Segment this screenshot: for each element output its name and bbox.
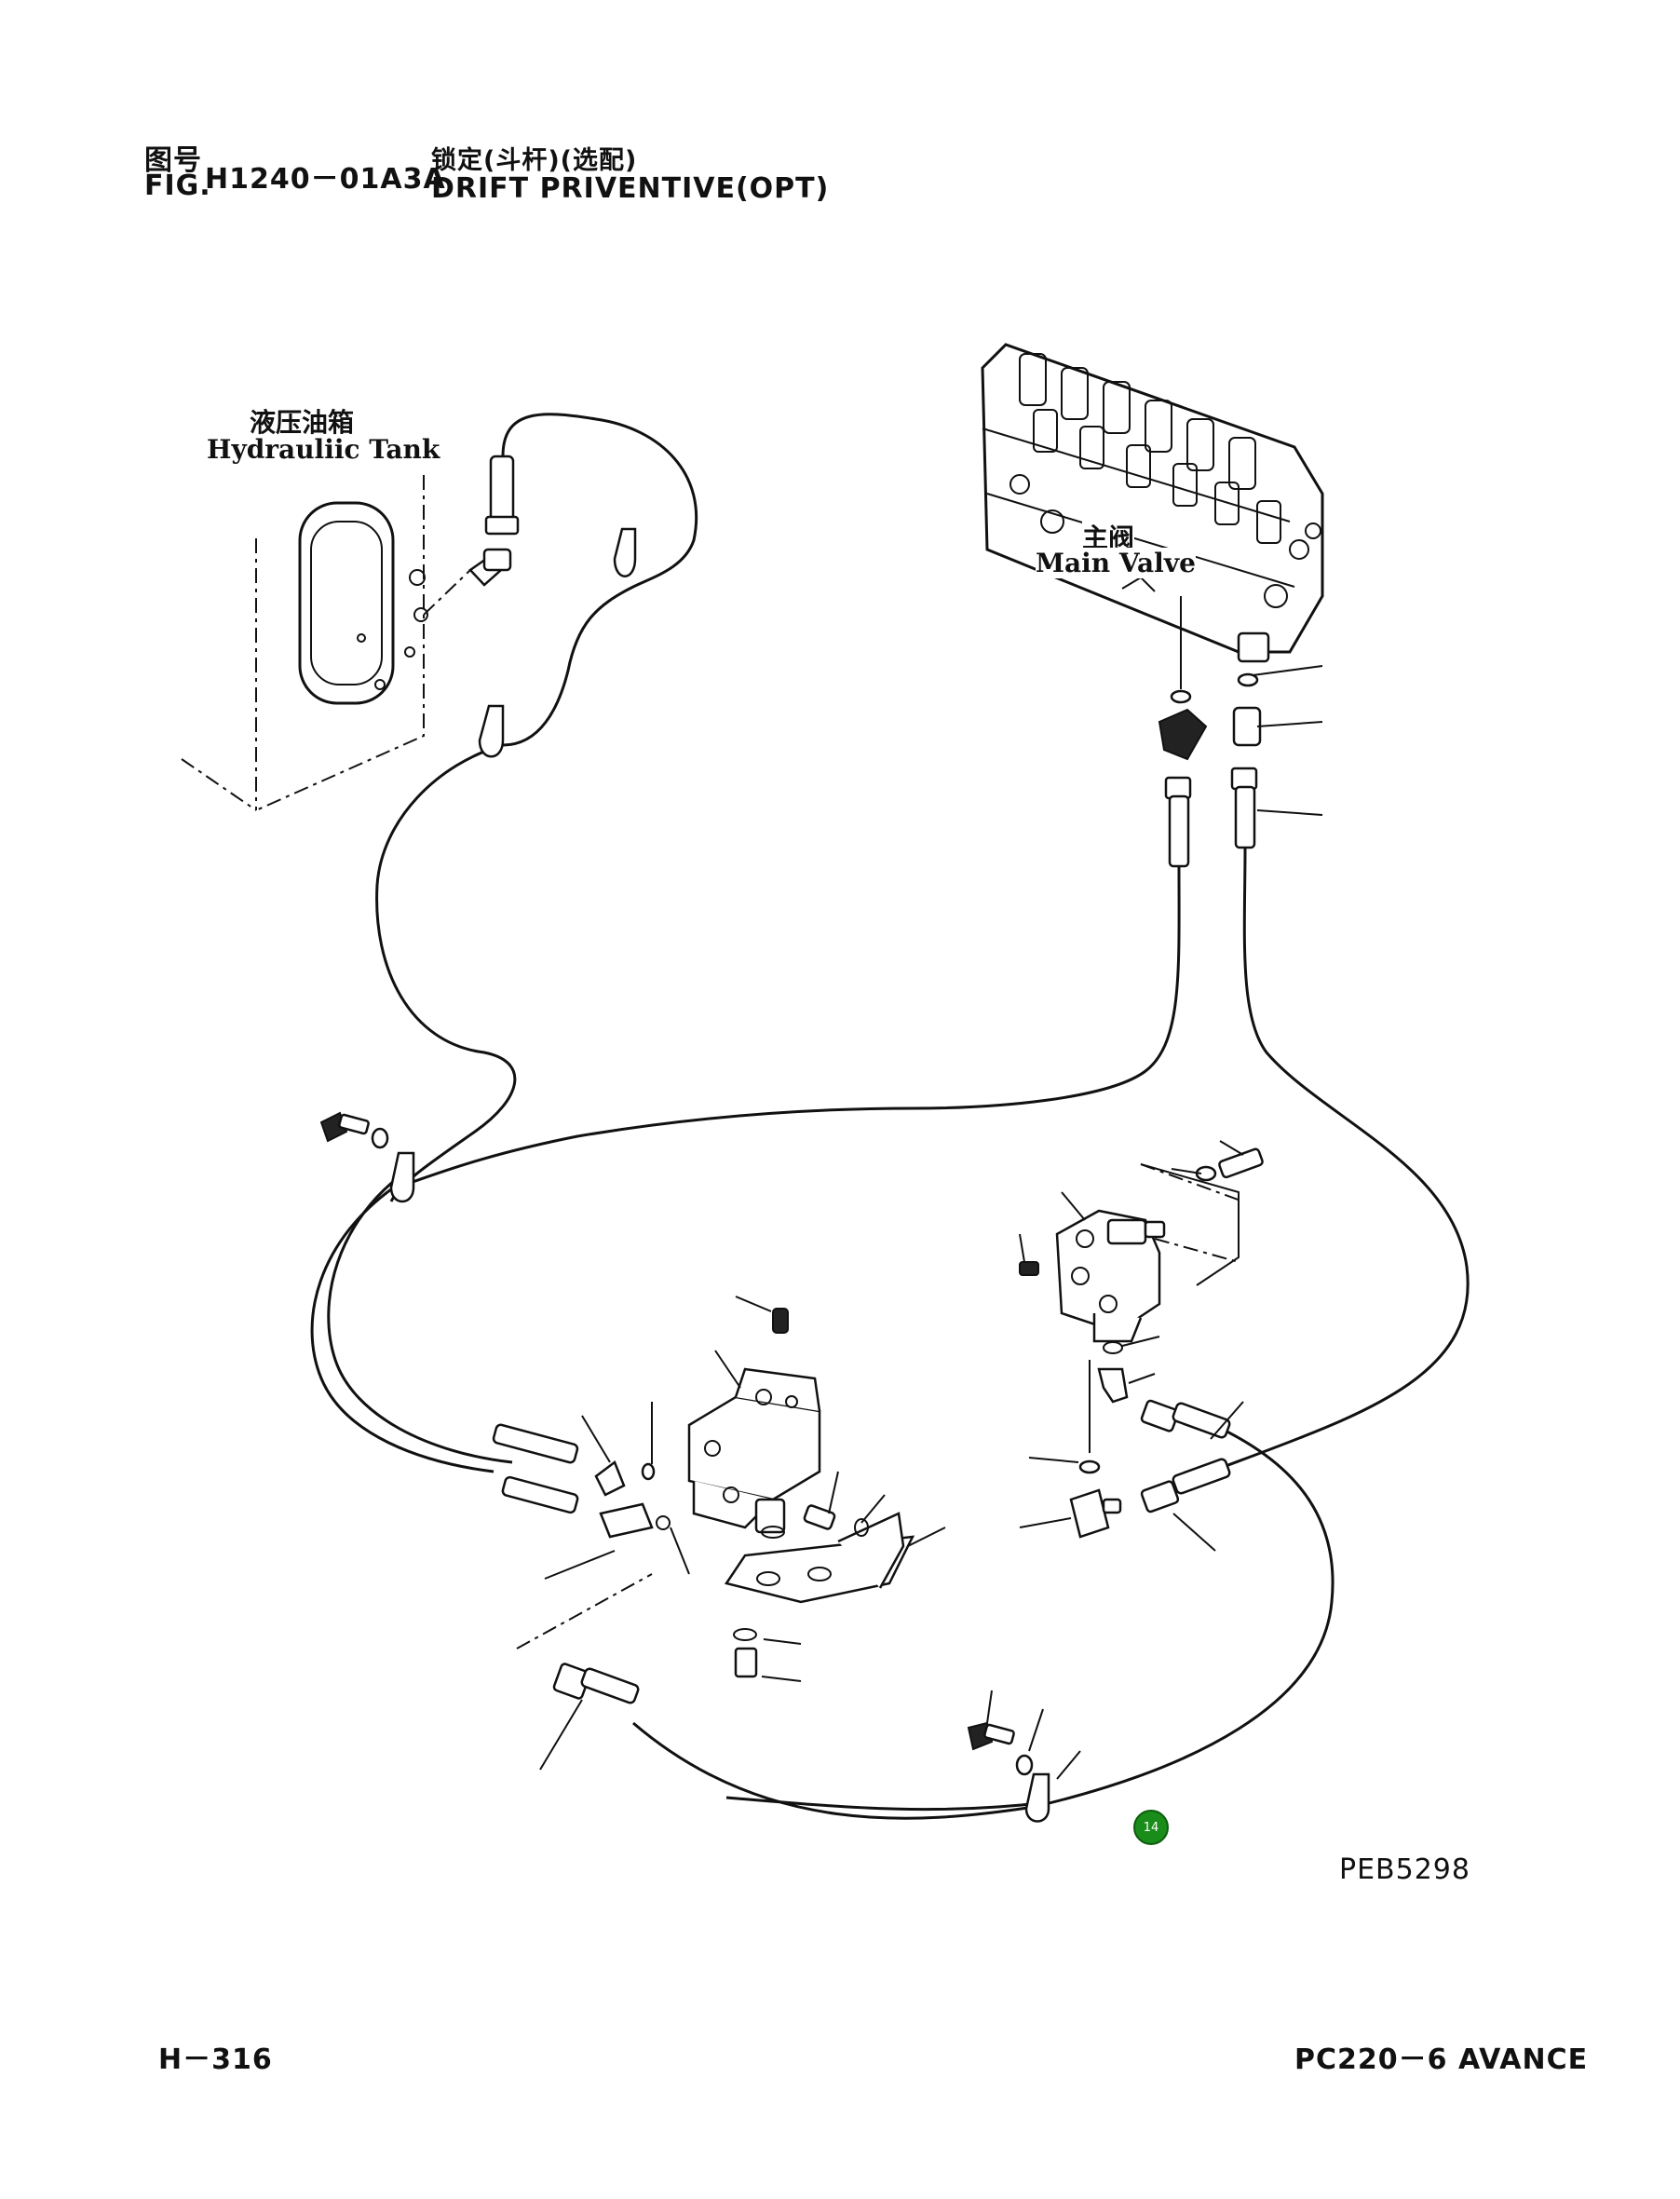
tank-label-en: Hydrauliic Tank: [207, 434, 440, 465]
fig-label-en: FIG.: [144, 170, 211, 202]
tank-label-cn: 液压油箱: [250, 407, 355, 438]
hoses: [310, 413, 1470, 1820]
right-hose-fittings: [1140, 1399, 1231, 1514]
drawing-code: PEB5298: [1339, 1853, 1470, 1886]
title-en: DRIFT PRIVENTIVE(OPT): [431, 172, 830, 205]
center-parts: [492, 1423, 869, 1678]
bracket: [724, 1512, 915, 1604]
page-number: H－316: [158, 2043, 273, 2076]
clamps: [389, 527, 1050, 1823]
tank-fittings: [468, 455, 520, 587]
drift-valve-center: [687, 1308, 821, 1539]
lower-fittings: [516, 1573, 1034, 1776]
hydraulic-tank-drawing: [181, 475, 471, 811]
fig-number: H1240－01A3A: [205, 163, 446, 196]
title-cn: 锁定(斗杆)(选配): [431, 146, 638, 175]
fig-label-cn: 图号: [144, 144, 202, 177]
model-name: PC220－6 AVANCE: [1294, 2043, 1589, 2076]
valve-label-en: Main Valve: [1036, 548, 1196, 578]
main-valve-drawing: [981, 343, 1324, 663]
part-count-badge[interactable]: 14: [1133, 1810, 1169, 1845]
main-valve-fittings: [1158, 596, 1262, 868]
leader-lines: [539, 1140, 1244, 1780]
bolts-left: [319, 1111, 389, 1149]
drift-valve-right: [1019, 1147, 1264, 1539]
leader-lines-main-valve: [1252, 665, 1323, 816]
